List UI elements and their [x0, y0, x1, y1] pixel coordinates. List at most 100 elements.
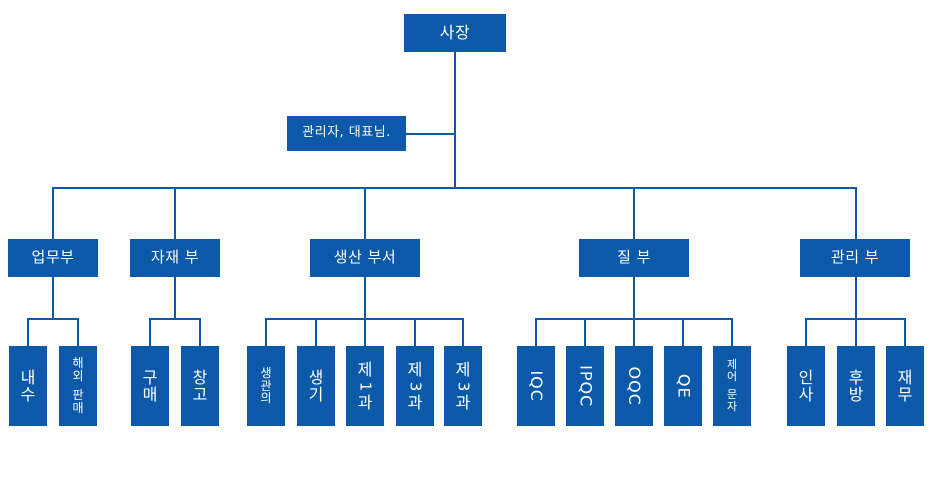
leaf-char: 생 — [260, 365, 272, 380]
node-leaf-control-doc[interactable]: 제 어 문 자 — [713, 346, 751, 426]
leaf-char: 사 — [798, 385, 814, 404]
leaf-char: 무 — [897, 385, 913, 404]
node-leaf-prod-eng[interactable]: 생 기 — [297, 346, 335, 426]
node-dept-business-label: 업무부 — [31, 248, 75, 267]
leaf-char: 제 — [726, 358, 738, 372]
connector-production-child-0 — [265, 318, 267, 346]
node-dept-business[interactable]: 업무부 — [8, 239, 98, 277]
node-leaf-overseas-sales[interactable]: 해 외 판 매 — [59, 346, 97, 426]
node-dept-materials-label: 자재 부 — [150, 248, 200, 267]
node-leaf-prod-planning[interactable]: 생 관 의 — [247, 346, 285, 426]
leaf-char: 외 — [72, 369, 84, 384]
connector-quality-stem — [633, 277, 635, 318]
connector-production-stem — [364, 277, 366, 318]
leaf-char-digit: 1 — [356, 381, 375, 391]
connector-quality-child-1 — [584, 318, 586, 346]
leaf-char: 제 — [455, 360, 471, 380]
leaf-char: 과 — [455, 392, 471, 412]
connector-manager-to-trunk — [406, 133, 455, 135]
node-dept-management-label: 관리 부 — [830, 248, 880, 267]
leaf-char: 과 — [407, 392, 423, 412]
node-manager-label: 관리자, 대표님. — [302, 125, 391, 141]
leaf-char: 매 — [72, 400, 84, 415]
connector-ceo-trunk — [454, 52, 456, 188]
node-leaf-purchasing[interactable]: 구 매 — [131, 346, 169, 426]
connector-drop-quality — [633, 187, 635, 239]
leaf-char: 제 — [407, 360, 423, 380]
node-leaf-support[interactable]: 후 방 — [837, 346, 875, 426]
connector-materials-stem — [174, 277, 176, 318]
connector-management-stem — [855, 277, 857, 318]
leaf-char: 기 — [308, 385, 324, 404]
leaf-char: 재 — [897, 367, 913, 387]
node-leaf-oqc[interactable]: OQC — [615, 346, 653, 426]
node-leaf-line-3a[interactable]: 제 3 과 — [396, 346, 434, 426]
leaf-label: QE — [674, 373, 694, 399]
leaf-char: 내 — [20, 367, 36, 387]
leaf-label: IQC — [527, 370, 547, 402]
connector-management-child-2 — [904, 318, 906, 346]
connector-business-child-1 — [77, 318, 79, 346]
leaf-label: IPQC — [576, 364, 596, 408]
leaf-char: 창 — [192, 367, 208, 387]
connector-materials-child-1 — [199, 318, 201, 346]
leaf-char: 의 — [260, 391, 272, 406]
connector-materials-child-0 — [149, 318, 151, 346]
connector-main-bus — [52, 187, 857, 189]
node-leaf-ipqc[interactable]: IPQC — [566, 346, 604, 426]
leaf-char: 과 — [357, 392, 373, 412]
node-leaf-line-1[interactable]: 제 1 과 — [346, 346, 384, 426]
connector-business-child-0 — [27, 318, 29, 346]
connector-materials-bus — [149, 318, 201, 320]
node-leaf-domestic[interactable]: 내 수 — [9, 346, 47, 426]
connector-quality-child-3 — [682, 318, 684, 346]
node-dept-production[interactable]: 생산 부서 — [310, 239, 420, 277]
node-leaf-finance[interactable]: 재 무 — [886, 346, 924, 426]
leaf-label: OQC — [625, 366, 645, 406]
leaf-char: 고 — [192, 385, 208, 404]
node-leaf-hr[interactable]: 인 사 — [787, 346, 825, 426]
connector-drop-production — [364, 187, 366, 239]
leaf-char-digit: 3 — [454, 381, 473, 391]
node-leaf-iqc[interactable]: IQC — [517, 346, 555, 426]
connector-production-child-3 — [414, 318, 416, 346]
leaf-char: 자 — [726, 399, 738, 413]
node-leaf-line-3b[interactable]: 제 3 과 — [444, 346, 482, 426]
node-leaf-warehouse[interactable]: 창 고 — [181, 346, 219, 426]
leaf-char: 후 — [848, 367, 864, 387]
leaf-char: 구 — [142, 367, 158, 387]
connector-production-child-1 — [315, 318, 317, 346]
connector-management-child-1 — [855, 318, 857, 346]
connector-business-bus — [27, 318, 79, 320]
leaf-char: 수 — [20, 385, 36, 404]
node-ceo-label: 사장 — [439, 22, 471, 42]
connector-quality-child-4 — [731, 318, 733, 346]
node-dept-quality-label: 질 부 — [617, 248, 651, 267]
node-dept-quality[interactable]: 질 부 — [579, 239, 689, 277]
node-dept-materials[interactable]: 자재 부 — [130, 239, 220, 277]
leaf-char: 판 — [72, 388, 84, 402]
leaf-char-digit: 3 — [406, 381, 425, 391]
connector-drop-business — [52, 187, 54, 239]
leaf-char: 문 — [726, 388, 738, 401]
leaf-char: 제 — [357, 360, 373, 380]
connector-drop-materials — [174, 187, 176, 239]
connector-quality-child-2 — [633, 318, 635, 346]
node-dept-production-label: 생산 부서 — [333, 248, 397, 267]
leaf-char: 인 — [798, 367, 814, 387]
leaf-char: 매 — [142, 385, 158, 404]
connector-drop-management — [855, 187, 857, 239]
connector-production-child-4 — [462, 318, 464, 346]
leaf-char: 생 — [308, 367, 324, 387]
node-manager[interactable]: 관리자, 대표님. — [287, 116, 406, 151]
leaf-char: 관 — [260, 378, 272, 393]
node-leaf-qe[interactable]: QE — [664, 346, 702, 426]
connector-production-child-2 — [364, 318, 366, 346]
leaf-char: 어 — [726, 370, 738, 384]
node-ceo[interactable]: 사장 — [404, 14, 506, 52]
connector-business-stem — [52, 277, 54, 318]
connector-quality-child-0 — [535, 318, 537, 346]
leaf-char: 방 — [848, 385, 864, 404]
node-dept-management[interactable]: 관리 부 — [800, 239, 910, 277]
